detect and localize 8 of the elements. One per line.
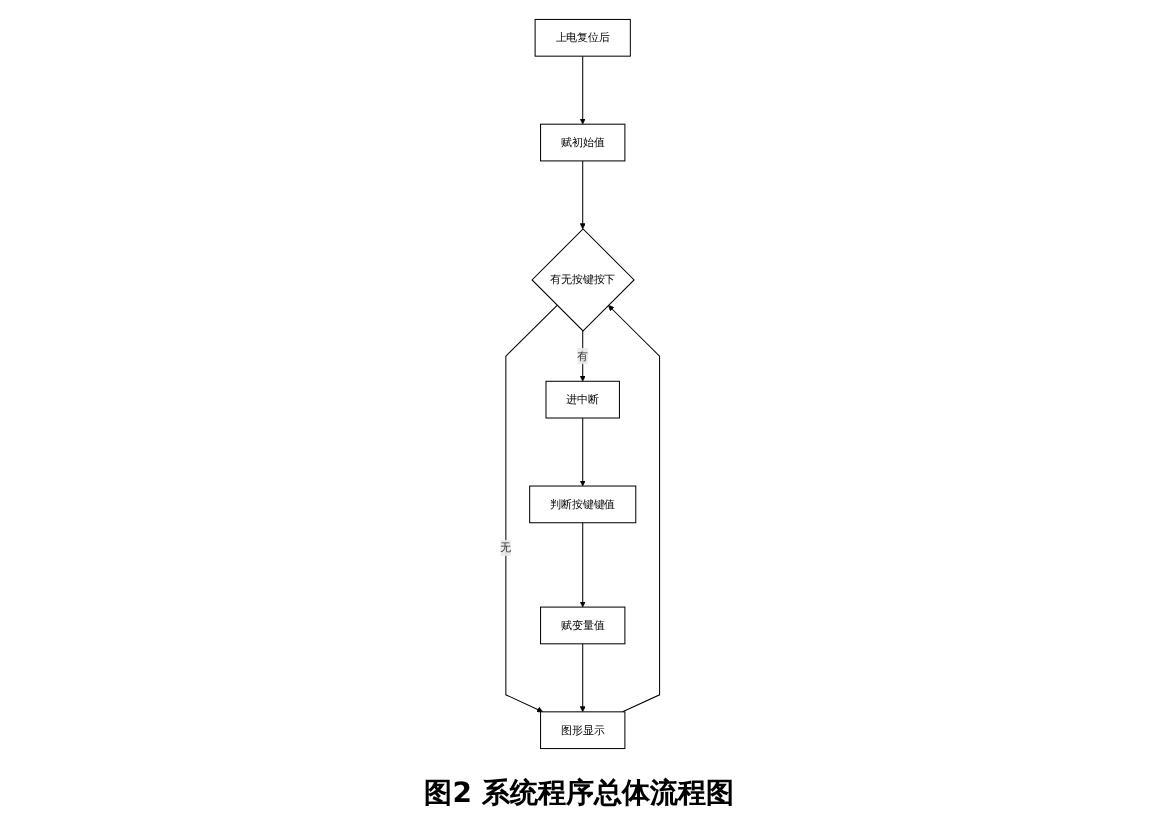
arrow	[578, 417, 585, 487]
arrow	[578, 55, 585, 125]
arrow	[607, 305, 660, 713]
caption: 图2 系统程序总体流程图	[424, 775, 734, 814]
arrow	[578, 643, 585, 713]
arrow	[578, 522, 585, 608]
arrow	[504, 304, 557, 713]
arrow	[578, 160, 585, 230]
